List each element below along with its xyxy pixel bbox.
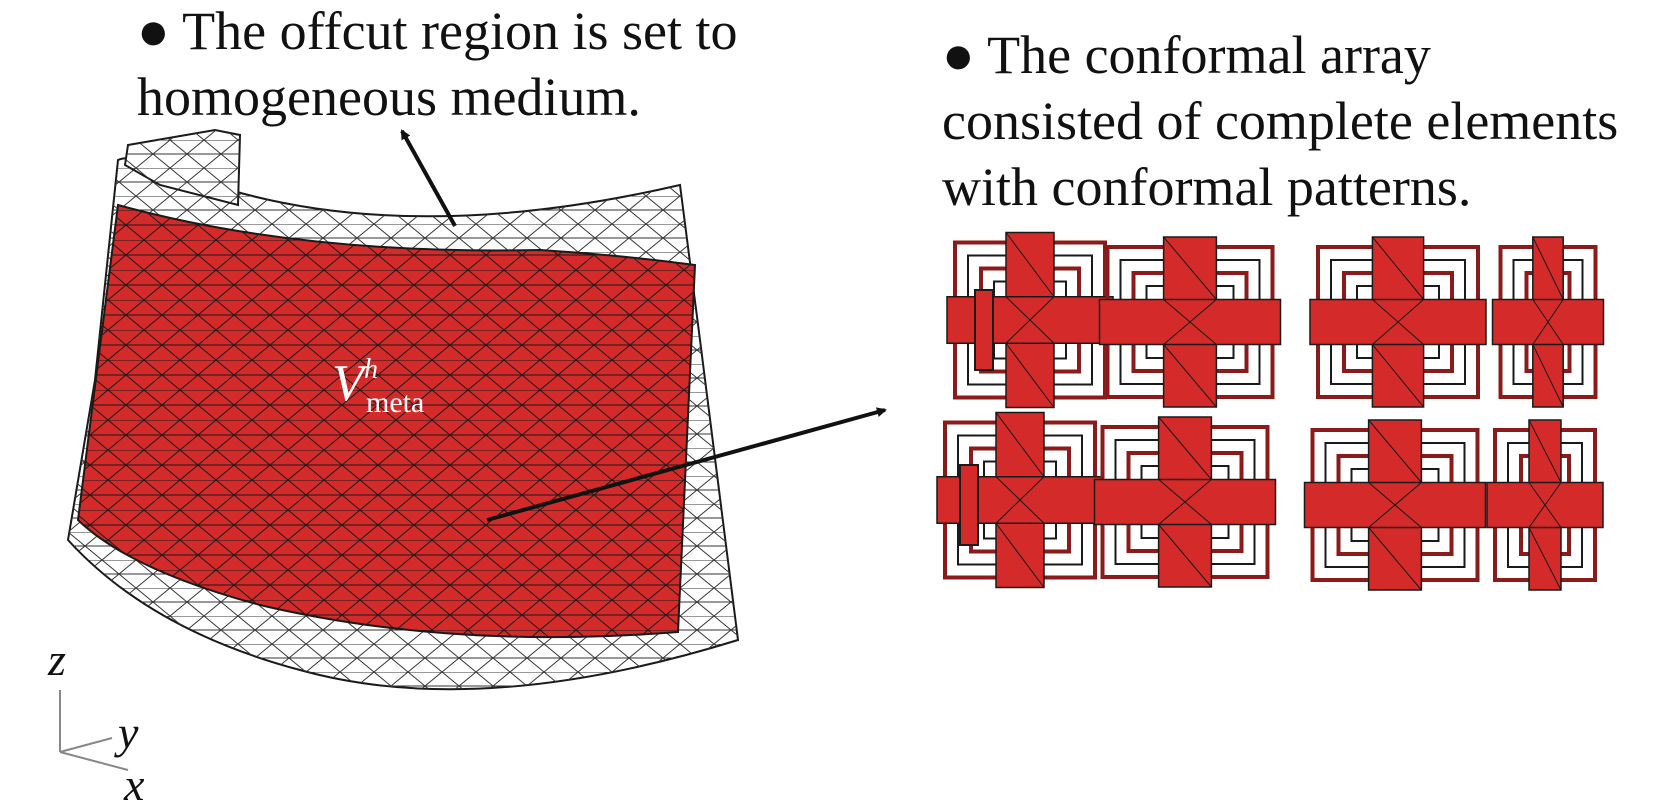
cross-mesh-lines [995,412,1045,588]
offcut-caption-line1: ● The offcut region is set to [137,1,738,61]
region-label-subscript: meta [366,386,424,419]
unit-cell [1309,236,1487,408]
region-label: V h meta [332,354,424,419]
unit-cell [1491,236,1605,408]
coordinate-axes: z y x [47,634,145,805]
cross-mesh-lines [1532,236,1564,408]
metamaterial-region [76,203,697,639]
region-label-main: V [332,355,369,412]
conformal-caption: ● The conformal array consisted of compl… [942,22,1662,220]
cross-mesh-lines [1372,236,1424,408]
conformal-array [936,231,1605,591]
cross-mesh-lines [1158,416,1212,588]
offcut-caption: ● The offcut region is set to homogeneou… [137,0,857,130]
unit-cell [1303,419,1487,591]
cross-mesh-lines [1005,232,1055,408]
unit-cell [946,231,1114,409]
axis-label-z: z [47,634,66,685]
offcut-arrow [400,129,457,227]
partial-cell [959,464,979,546]
partial-cell [974,289,994,371]
cross-mesh-lines [1368,419,1422,591]
unit-cell [1098,236,1282,408]
unit-cell [1093,416,1277,588]
cross-mesh-lines [1528,419,1562,591]
conformal-caption-line3: with conformal patterns. [942,157,1472,217]
array-arrow [486,407,887,522]
cross-mesh-lines [1163,236,1217,408]
axis-label-y: y [114,707,139,758]
unit-cell [1486,419,1604,591]
conformal-caption-line1: ● The conformal array [942,25,1431,85]
offcut-caption-line2: homogeneous medium. [137,67,641,127]
region-label-superscript: h [364,354,378,385]
axis-label-x: x [123,759,145,805]
conformal-caption-line2: consisted of complete elements [942,91,1619,151]
